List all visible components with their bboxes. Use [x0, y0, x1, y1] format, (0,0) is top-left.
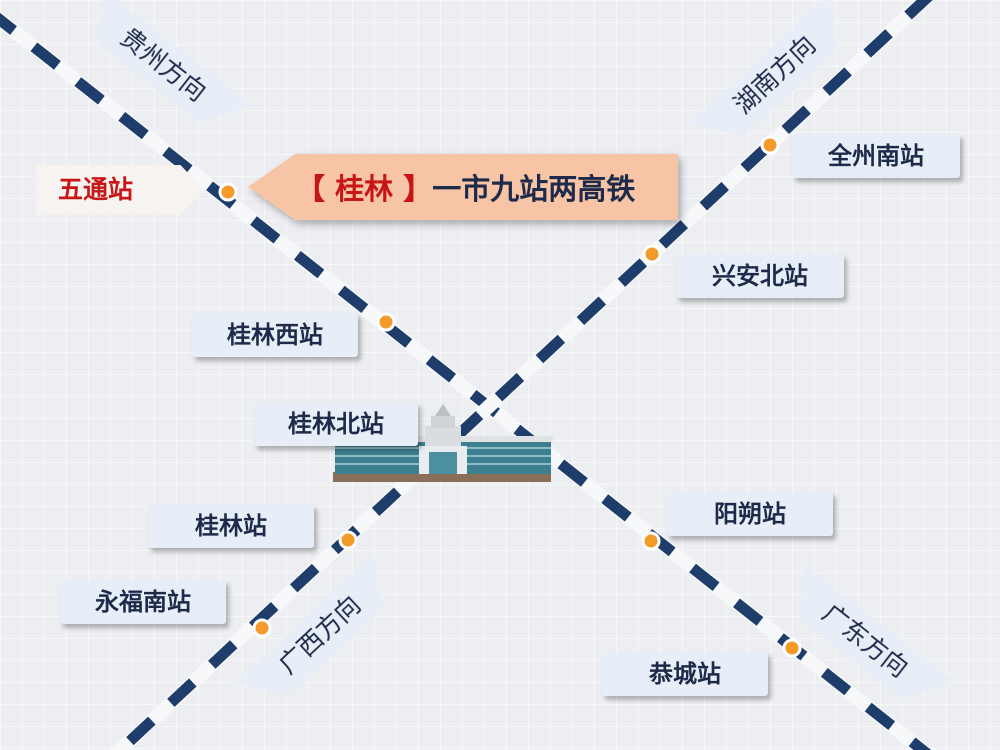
- title-city: 【 桂林 】: [296, 172, 433, 206]
- station-label-guilin-xi: 桂林西站: [192, 313, 358, 357]
- title-banner: 【 桂林 】 一市九站两高铁: [248, 154, 678, 220]
- rail-line-guizhou-guangdong: [0, 10, 934, 750]
- station-label-guilin-bei: 桂林北站: [254, 402, 418, 446]
- station-label-yongfu-nan: 永福南站: [60, 580, 226, 624]
- origin-station-label: 五通站: [36, 165, 204, 215]
- station-label-xingan-bei: 兴安北站: [676, 254, 844, 298]
- station-dot-guilin-xi: [376, 312, 396, 332]
- rail-line-hunan-guangxi: [110, 0, 935, 750]
- station-dot-gongcheng: [782, 638, 802, 658]
- station-label-guilin: 桂林站: [148, 504, 314, 548]
- station-label-gongcheng: 恭城站: [602, 652, 768, 696]
- station-dot-xingan-bei: [642, 244, 662, 264]
- station-label-quanzhou-nan: 全州南站: [792, 134, 960, 178]
- station-dot-quanzhou-nan: [760, 135, 780, 155]
- station-label-yangshuo: 阳朔站: [667, 492, 833, 536]
- station-dot-wutong: [218, 182, 238, 202]
- station-dots: [218, 135, 802, 658]
- station-dot-yangshuo: [641, 531, 661, 551]
- station-dot-yongfu-nan: [252, 618, 272, 638]
- station-dot-guilin: [338, 530, 358, 550]
- title-subtitle: 一市九站两高铁: [432, 172, 636, 206]
